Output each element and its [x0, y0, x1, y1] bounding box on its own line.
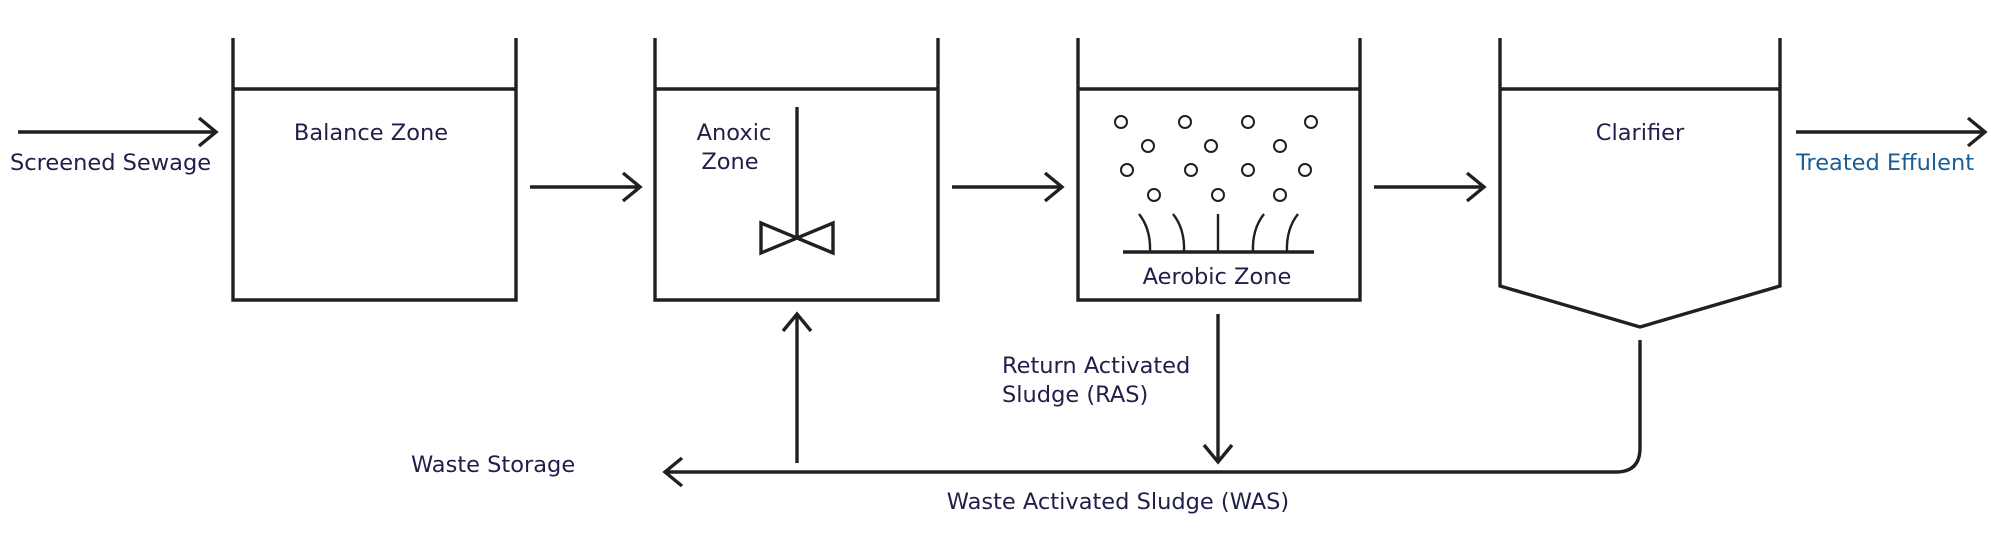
ras-label-line1: Return Activated — [1002, 353, 1190, 379]
arrow-anoxic-to-aerobic — [952, 171, 1065, 203]
aerobic-zone-tank — [1076, 38, 1362, 302]
aeration-bubbles-icon — [1114, 115, 1318, 202]
output-arrow — [1796, 116, 1988, 148]
ras-arrow — [1202, 314, 1234, 465]
balance-zone-tank — [231, 38, 518, 302]
waste-storage-label: Waste Storage — [411, 452, 575, 478]
clarifier-label: Clarifier — [1596, 120, 1685, 146]
diffuser-icon — [1123, 213, 1314, 254]
clarifier-tank — [1498, 38, 1782, 329]
was-label: Waste Activated Sludge (WAS) — [947, 489, 1289, 515]
anoxic-zone-tank — [653, 38, 940, 302]
anoxic-zone-label-line2: Zone — [701, 149, 758, 175]
balance-zone-label: Balance Zone — [294, 120, 448, 146]
arrow-balance-to-anoxic — [530, 171, 643, 203]
anoxic-zone-label-line1: Anoxic — [697, 120, 772, 146]
return-to-anoxic-arrow — [781, 311, 813, 463]
ras-label-line2: Sludge (RAS) — [1002, 382, 1148, 408]
input-arrow — [18, 116, 219, 148]
arrow-aerobic-to-clarifier — [1374, 171, 1487, 203]
mixer-icon — [759, 107, 835, 256]
sludge-return-line — [662, 340, 1642, 488]
aerobic-zone-label: Aerobic Zone — [1143, 264, 1292, 290]
output-label: Treated Effulent — [1795, 150, 1974, 176]
input-label: Screened Sewage — [10, 150, 211, 176]
